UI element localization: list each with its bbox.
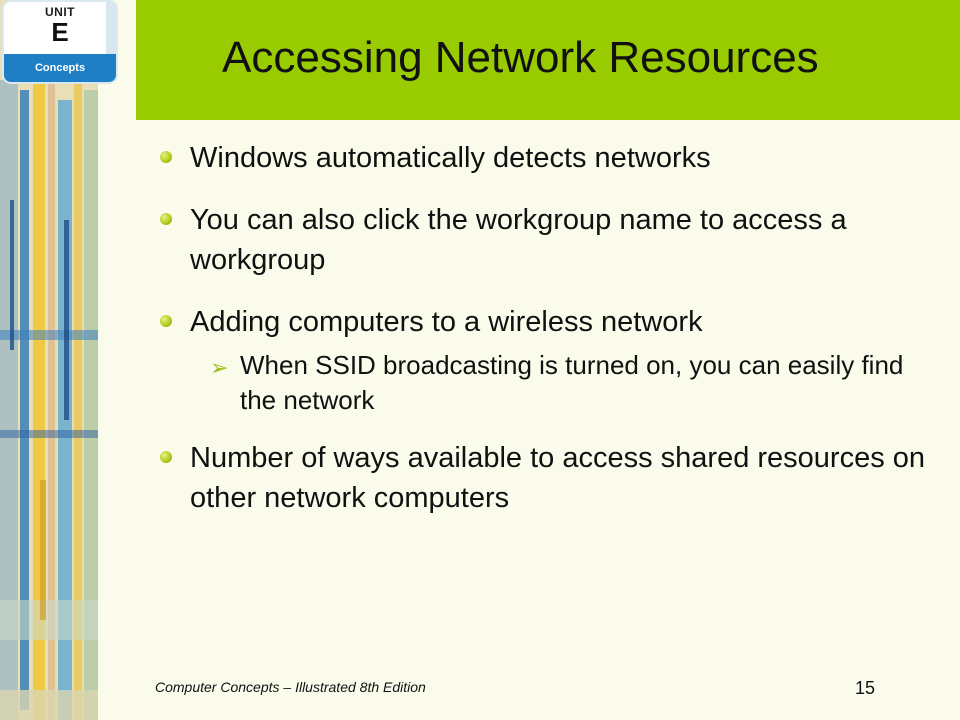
badge-concepts-label: Concepts [4,54,116,82]
bullet-text: Number of ways available to access share… [190,442,926,514]
bullet-item: Number of ways available to access share… [150,438,930,518]
bullet-dot-icon [160,213,172,225]
sub-bullet-text: When SSID broadcasting is turned on, you… [240,350,904,415]
sub-bullet-item: ➢ When SSID broadcasting is turned on, y… [150,348,930,418]
decorative-side-artwork [0,0,98,720]
unit-badge: UNIT E Concepts [4,2,116,82]
bullet-dot-icon [160,151,172,163]
title-bar: Accessing Network Resources [136,0,960,120]
bullet-dot-icon [160,451,172,463]
slide-content: Windows automatically detects networks Y… [150,138,930,540]
slide-title: Accessing Network Resources [222,33,819,82]
bullet-item: You can also click the workgroup name to… [150,200,930,280]
arrow-bullet-icon: ➢ [210,355,229,380]
badge-stripe [106,2,116,54]
footer-source: Computer Concepts – Illustrated 8th Edit… [155,679,426,695]
badge-unit-label: UNIT [45,5,75,19]
bullet-item: Windows automatically detects networks [150,138,930,178]
bullet-text: You can also click the workgroup name to… [190,204,847,276]
badge-unit-letter: E [51,17,69,47]
bullet-item: Adding computers to a wireless network [150,302,930,342]
badge-top [4,2,116,54]
bullet-dot-icon [160,315,172,327]
bullet-text: Adding computers to a wireless network [190,306,703,338]
bullet-text: Windows automatically detects networks [190,142,711,174]
page-number: 15 [855,678,876,698]
